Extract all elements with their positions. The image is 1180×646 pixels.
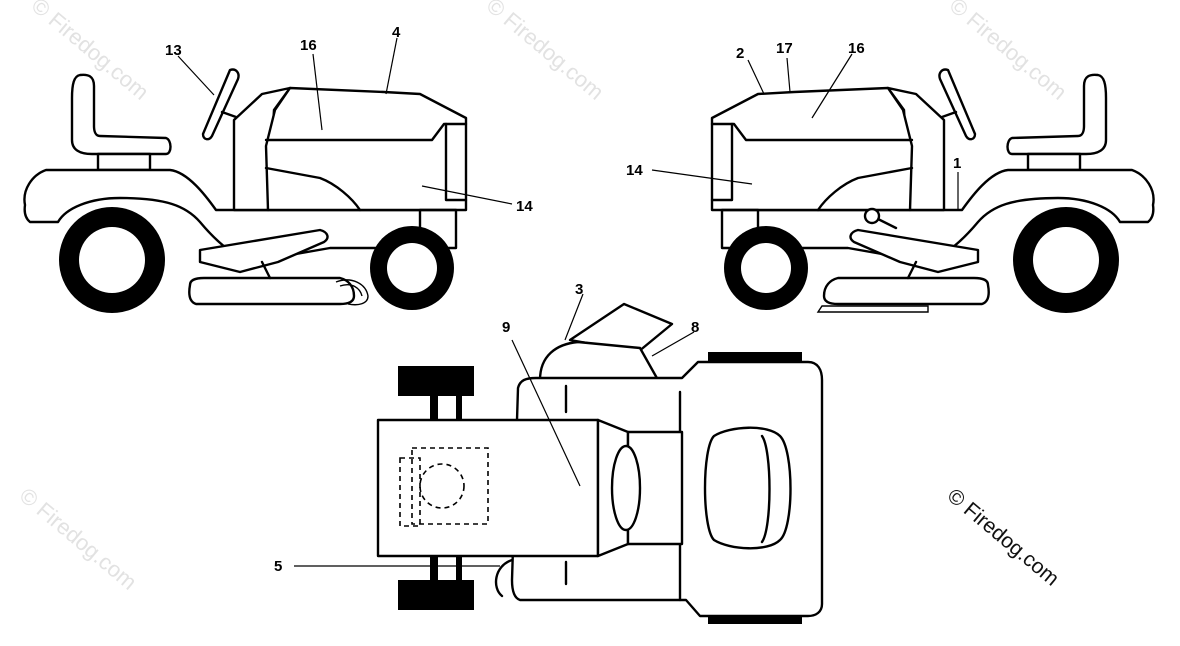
hood (710, 86, 914, 212)
leader-4 (385, 37, 398, 95)
rear-wheel (1013, 207, 1119, 313)
deck-chute (335, 279, 369, 306)
grille-top (703, 426, 792, 550)
firedog-watermark: © Firedog.com (943, 484, 1064, 590)
tractor-right-view (710, 68, 1155, 313)
leader-14-right (651, 169, 753, 185)
label-17: 17 (776, 40, 793, 57)
label-14-left: 14 (516, 198, 533, 215)
hood-grille (710, 122, 734, 202)
hood-grille (444, 122, 468, 202)
label-4: 4 (392, 24, 401, 41)
mower-deck (188, 276, 356, 306)
right-view-labels: 2 17 16 14 1 (626, 40, 961, 210)
rear-wheel (59, 207, 165, 313)
dash-top (538, 340, 660, 382)
label-2: 2 (736, 45, 744, 62)
watermark-4: © Firedog.com (15, 483, 142, 595)
front-wheel (724, 226, 808, 310)
label-14-right: 14 (626, 162, 643, 179)
leader-16-left (312, 53, 323, 131)
lift-lever (863, 207, 898, 230)
leader-3 (564, 293, 584, 341)
seat-post (96, 152, 152, 172)
steering-wheel (938, 68, 977, 141)
leader-14-left (421, 185, 513, 205)
front-wheel (370, 226, 454, 310)
fuel-cap-top (610, 444, 642, 532)
label-9: 9 (502, 319, 510, 336)
hood (264, 86, 468, 212)
rear-wheel-top-upper (398, 366, 474, 396)
seat (70, 73, 172, 156)
hood-side-line (710, 122, 914, 142)
watermark-2: © Firedog.com (482, 0, 609, 105)
leader-17 (786, 57, 791, 93)
mower-deck (822, 276, 990, 306)
hood-side-line (264, 122, 468, 142)
label-13: 13 (165, 42, 182, 59)
leader-2 (747, 59, 765, 95)
steering-wheel (201, 68, 240, 141)
rear-deck-top (376, 418, 600, 558)
watermark-3: © Firedog.com (945, 0, 1072, 105)
front-wheel-top-lower (708, 614, 802, 624)
leader-8 (651, 331, 695, 357)
footrest (198, 228, 329, 274)
seat-outline-top (411, 447, 489, 525)
leader-16-right (811, 53, 853, 119)
label-3: 3 (575, 281, 583, 298)
label-16-right: 16 (848, 40, 865, 57)
label-16-left: 16 (300, 37, 317, 54)
label-5: 5 (274, 558, 282, 575)
side-panel-contour (264, 166, 362, 212)
label-8: 8 (691, 319, 699, 336)
leader-13 (177, 55, 215, 96)
footrest (849, 228, 980, 274)
seat (1006, 73, 1108, 156)
tractor-top-view: 3 8 9 5 (274, 281, 824, 624)
side-panel-contour (816, 166, 914, 212)
label-1: 1 (953, 155, 961, 172)
leader-9 (511, 339, 581, 487)
seat-post (1026, 152, 1082, 172)
rear-wheel-top-lower (398, 580, 474, 610)
tractor-left-view: 13 16 4 14 (23, 24, 533, 313)
